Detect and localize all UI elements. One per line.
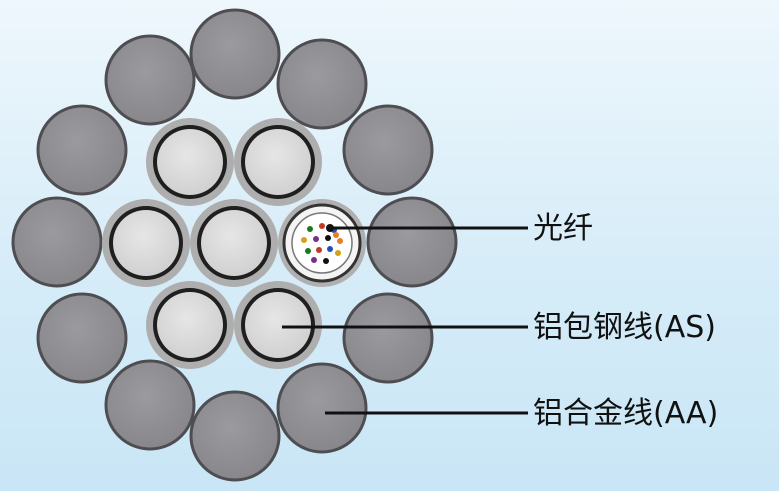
- outer-wire: [36, 104, 128, 196]
- leader-dot: [326, 224, 334, 232]
- fiber-strand: [311, 257, 317, 263]
- fiber-strand: [305, 248, 311, 254]
- fiber-strand: [307, 226, 313, 232]
- inner-wire: [146, 281, 234, 369]
- leader-lines: [282, 226, 528, 415]
- label-aluminum-alloy: 铝合金线(AA): [533, 396, 718, 431]
- outer-wire: [104, 34, 196, 126]
- optical-fiber-unit: [278, 199, 366, 287]
- inner-wire-layer: [102, 118, 322, 369]
- outer-wire: [189, 8, 281, 100]
- outer-wire: [36, 292, 128, 384]
- fiber-strand: [325, 235, 331, 241]
- outer-wire: [366, 196, 458, 288]
- outer-wire: [276, 38, 368, 130]
- outer-wire: [104, 359, 196, 451]
- outer-wire: [342, 104, 434, 196]
- fiber-strand: [327, 246, 333, 252]
- inner-wire-center: [190, 199, 278, 287]
- inner-wire: [102, 199, 190, 287]
- outer-wire: [189, 390, 281, 482]
- fiber-strand: [313, 236, 319, 242]
- fiber-strand: [316, 247, 322, 253]
- fiber-strand: [319, 223, 325, 229]
- label-fiber: 光纤: [533, 211, 593, 246]
- outer-wire-layer: [11, 8, 458, 482]
- inner-wire-as-target: [234, 281, 322, 369]
- fiber-strand: [333, 232, 339, 238]
- outer-wire: [342, 292, 434, 384]
- outer-wire: [11, 196, 103, 288]
- label-aluminum-clad-steel: 铝包钢线(AS): [533, 310, 716, 345]
- fiber-strand: [337, 238, 343, 244]
- fiber-strand: [335, 250, 341, 256]
- fiber-strand: [323, 258, 329, 264]
- fiber-strand: [301, 237, 307, 243]
- inner-wire: [146, 118, 234, 206]
- inner-wire: [234, 118, 322, 206]
- outer-wire: [276, 362, 368, 454]
